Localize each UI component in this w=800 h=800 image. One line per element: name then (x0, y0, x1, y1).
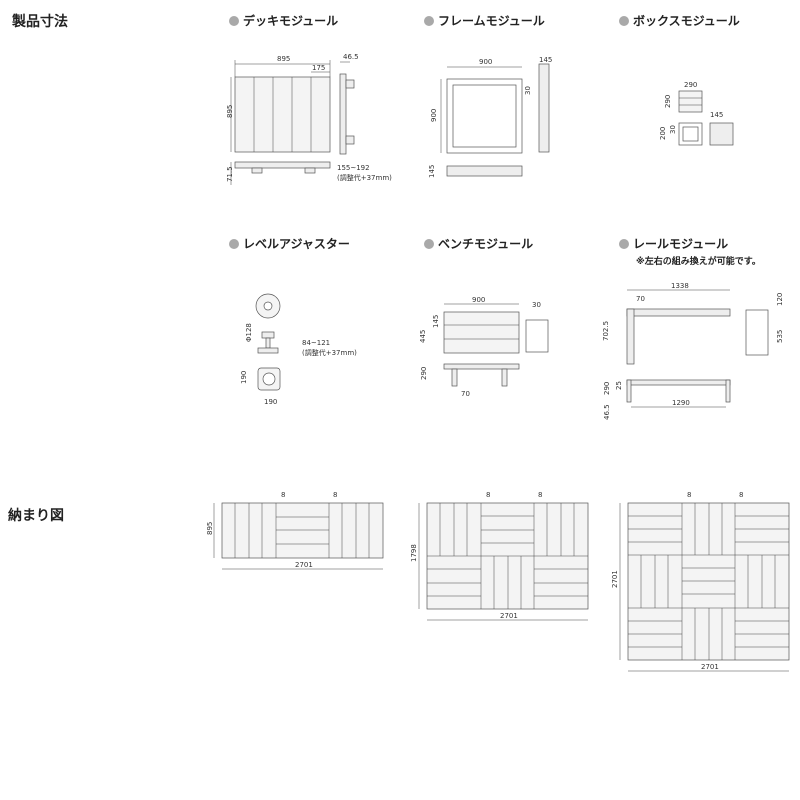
layout-a: 8 8 895 2701 (206, 491, 384, 570)
frame-front-view (446, 165, 523, 177)
deck-drawing: 895 175 895 46.5 71.5 155~192 (調整代+37mm) (226, 53, 392, 185)
bench-drawing: 900 445 145 30 290 70 (419, 296, 549, 398)
box-height-label: 290 (664, 95, 672, 108)
deck-height-label: 895 (226, 105, 234, 118)
frame-bar-label: 30 (524, 86, 532, 95)
box-side-label: 145 (710, 111, 723, 119)
box-bar-label: 30 (669, 125, 677, 134)
module-title-deck: デッキモジュール (229, 12, 338, 29)
layout-a-height: 895 (206, 522, 214, 535)
box-side-view (709, 122, 734, 146)
frame-base-label: 145 (428, 165, 436, 178)
layout-a-grid (221, 502, 384, 559)
rail-lower-view (626, 379, 731, 386)
adjuster-range-label: 84~121 (302, 339, 330, 347)
rail-length-label: 1338 (671, 282, 689, 290)
frame-width-label: 900 (479, 58, 492, 66)
box-top-view (678, 90, 703, 113)
rail-side-width-label: 120 (776, 293, 784, 306)
frame-side-label: 145 (539, 56, 552, 64)
deck-side-view (339, 73, 347, 155)
bench-leg-view (443, 363, 520, 370)
frame-side-view (538, 63, 550, 153)
layout-a-gap1: 8 (281, 491, 285, 499)
bench-width-label: 900 (472, 296, 485, 304)
box-low-height-label: 200 (659, 127, 667, 140)
deck-board-label: 175 (312, 64, 325, 72)
rail-lower-height-label: 290 (603, 382, 611, 395)
layout-c-height: 2701 (611, 570, 619, 588)
adjuster-range-note: (調整代+37mm) (302, 348, 357, 357)
layout-a-gap2: 8 (333, 491, 337, 499)
layout-c: 8 8 2701 2701 (611, 491, 790, 672)
section-title-dimensions: 製品寸法 (12, 14, 68, 30)
module-title-rail: レールモジュール (619, 235, 728, 252)
rail-drawing: 1338 70 702.5 120 535 290 25 1290 46.5 (602, 282, 784, 420)
rail-side-height-label: 535 (776, 330, 784, 343)
layout-b-gap2: 8 (538, 491, 542, 499)
bench-depth-label: 30 (532, 301, 541, 309)
box-drawing: 290 290 200 30 145 (659, 81, 734, 146)
rail-base-label: 46.5 (603, 404, 611, 420)
rail-top-view (626, 308, 731, 317)
layout-c-grid (627, 502, 790, 661)
adjuster-side-view (261, 331, 275, 339)
frame-drawing: 900 900 30 145 145 (428, 56, 552, 178)
layout-b-height: 1798 (410, 544, 418, 562)
module-title-adjuster: レベルアジャスター (229, 235, 350, 252)
bench-height-label: 445 (419, 330, 427, 343)
bench-board-label: 145 (432, 315, 440, 328)
box-width-label: 290 (684, 81, 697, 89)
module-title-bench: ベンチモジュール (424, 235, 533, 252)
adjuster-drawing: Φ128 84~121 (調整代+37mm) 190 190 (240, 293, 357, 406)
layout-b-width: 2701 (500, 612, 518, 620)
module-title-box: ボックスモジュール (619, 12, 740, 29)
adjuster-diameter-label: Φ128 (245, 323, 253, 342)
bench-front-view (443, 311, 520, 354)
bullet-icon (424, 15, 434, 26)
deck-base-height-label: 71.5 (226, 166, 234, 182)
rail-height-label: 702.5 (602, 321, 610, 341)
bullet-icon (229, 15, 239, 26)
bench-leg-width-label: 70 (461, 390, 470, 398)
deck-width-label: 895 (277, 55, 290, 63)
layout-a-width: 2701 (295, 561, 313, 569)
bullet-icon (424, 238, 434, 249)
frame-height-label: 900 (430, 109, 438, 122)
bench-side-view (525, 319, 549, 353)
layout-c-width: 2701 (701, 663, 719, 671)
rail-seg-label: 70 (636, 295, 645, 303)
rail-note: ※左右の組み換えが可能です。 (636, 257, 761, 267)
adjuster-base-width-label: 190 (264, 398, 277, 406)
section-title-layout: 納まり図 (8, 508, 64, 524)
layout-b: 8 8 1798 2701 (410, 491, 589, 621)
bullet-icon (229, 238, 239, 249)
deck-adjust-label: 155~192 (337, 164, 370, 172)
deck-front-view (234, 161, 331, 169)
bullet-icon (619, 15, 629, 26)
deck-adjust-note: (調整代+37mm) (337, 173, 392, 182)
bullet-icon (619, 238, 629, 249)
bench-leg-height-label: 290 (420, 367, 428, 380)
adjuster-base-height-label: 190 (240, 371, 248, 384)
deck-thickness-label: 46.5 (343, 53, 359, 61)
layout-b-gap1: 8 (486, 491, 490, 499)
layout-c-gap2: 8 (739, 491, 743, 499)
rail-lower-length-label: 1290 (672, 399, 690, 407)
rail-lower-gap-label: 25 (615, 381, 623, 390)
layout-c-gap1: 8 (687, 491, 691, 499)
rail-side-view (745, 309, 769, 356)
deck-top-view (234, 76, 331, 153)
module-title-frame: フレームモジュール (424, 12, 545, 29)
